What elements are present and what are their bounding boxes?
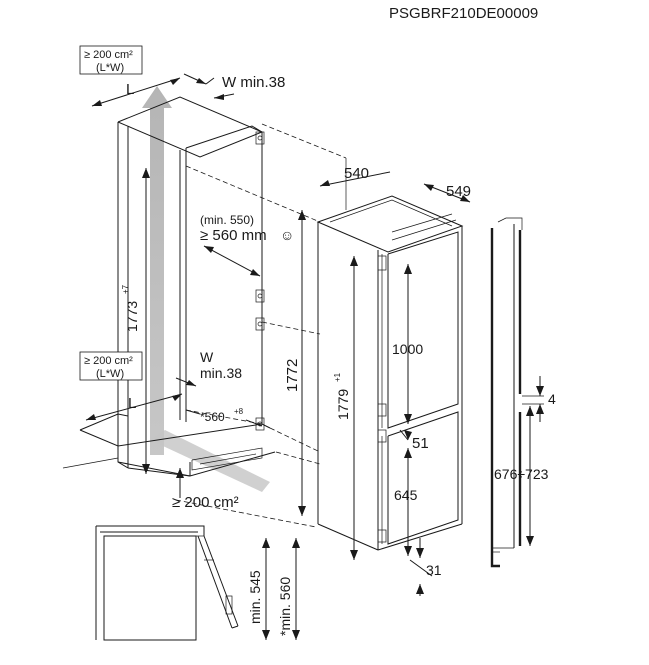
svg-text:≥ 560 mm: ≥ 560 mm (200, 227, 267, 244)
dimension-niche-depth: (min. 550) ≥ 560 mm ☺ (200, 213, 294, 277)
svg-text:1773: 1773 (124, 301, 140, 332)
svg-text:676÷723: 676÷723 (494, 466, 549, 482)
svg-text:51: 51 (412, 435, 429, 452)
svg-text:(min. 550): (min. 550) (200, 213, 254, 227)
svg-text:≥ 200 cm²: ≥ 200 cm² (84, 355, 133, 367)
dimension-niche-height-2: 1772 (284, 210, 306, 516)
svg-text:1772: 1772 (284, 359, 301, 392)
svg-text:≥ 200 cm²: ≥ 200 cm² (84, 49, 133, 61)
svg-text:645: 645 (394, 487, 418, 503)
dimension-niche-height: 1773 +7 (121, 168, 150, 474)
product-code: PSGBRF210DE00009 (389, 5, 538, 22)
svg-text:min. 545: min. 545 (247, 570, 263, 624)
dimension-min-545: min. 545 (247, 538, 270, 640)
svg-text:549: 549 (446, 183, 471, 200)
niche-cabinet (62, 96, 276, 477)
dimension-appliance-depth: 540 (319, 165, 391, 187)
svg-text:*min. 560: *min. 560 (277, 577, 293, 636)
cabinet-section (95, 525, 239, 641)
svg-text:≥ 200 cm²: ≥ 200 cm² (172, 494, 239, 511)
dimension-door-gap: 51 (399, 429, 429, 452)
dimension-L-top: L (91, 77, 181, 107)
dimension-L-bottom: L (85, 393, 183, 421)
svg-text:4: 4 (548, 391, 556, 407)
door-profile (490, 217, 523, 568)
svg-text:W: W (200, 349, 214, 365)
svg-text:W min.38: W min.38 (222, 74, 285, 91)
dimension-niche-width: *560 +8 (185, 407, 263, 427)
dimension-bottom-offset: 31 (409, 538, 442, 596)
svg-text:+8: +8 (234, 407, 244, 416)
dimension-door-range: 676÷723 (494, 406, 549, 546)
svg-text:L: L (126, 81, 134, 98)
dimension-door-bottom: 645 (394, 448, 418, 556)
dimension-door-offset: 4 (522, 376, 556, 422)
airflow-arrow (142, 86, 270, 492)
vent-area-bottom: ≥ 200 cm² (L*W) (79, 351, 143, 381)
svg-text:min.38: min.38 (200, 365, 242, 381)
dimension-appliance-height: 1779 +1 (333, 256, 358, 560)
dimension-W-bottom: W min.38 (175, 349, 242, 387)
svg-text:(L*W): (L*W) (96, 368, 124, 380)
appliance (316, 195, 464, 551)
svg-text:*560: *560 (200, 410, 225, 424)
dimension-min-560: *min. 560 (277, 538, 300, 640)
dimension-plinth-vent: ≥ 200 cm² (172, 468, 239, 511)
svg-text:+7: +7 (121, 284, 130, 294)
svg-text:1000: 1000 (392, 341, 423, 357)
svg-text:540: 540 (344, 165, 369, 182)
svg-text:(L*W): (L*W) (96, 62, 124, 74)
dimension-W-top: W min.38 (183, 73, 285, 100)
dimension-appliance-width: 549 (423, 183, 471, 203)
dimension-door-top: 1000 (392, 264, 423, 424)
smile-icon: ☺ (280, 227, 294, 243)
svg-text:+1: +1 (333, 372, 342, 382)
vent-area-top: ≥ 200 cm² (L*W) (79, 45, 143, 75)
svg-text:31: 31 (426, 562, 442, 578)
svg-text:1779: 1779 (335, 389, 351, 420)
svg-text:L: L (128, 395, 136, 412)
